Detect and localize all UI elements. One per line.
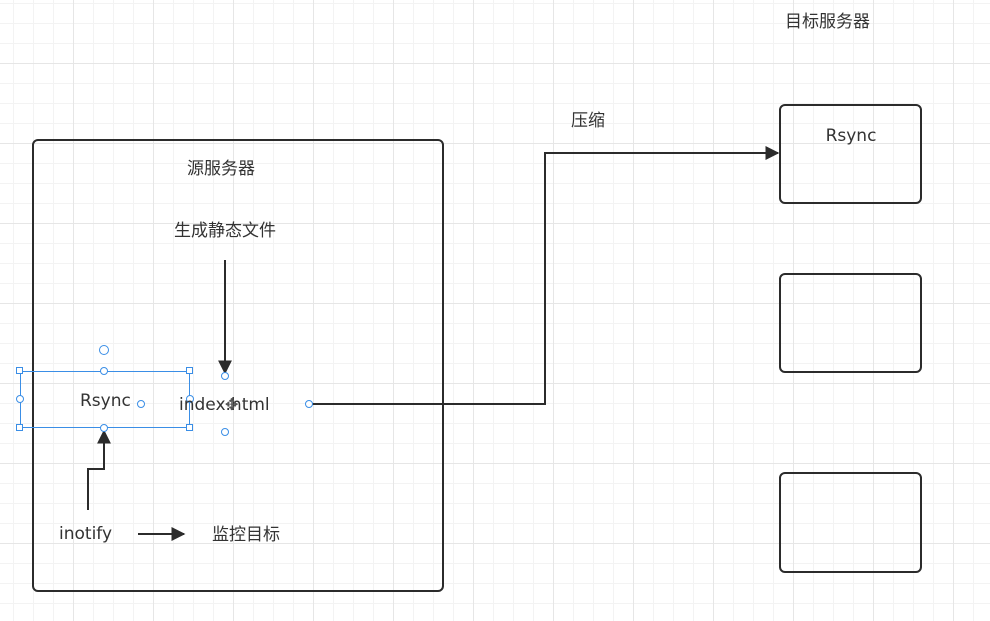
source-server-box[interactable]: [32, 139, 444, 592]
compress-label: 压缩: [571, 111, 605, 131]
target-server-title: 目标服务器: [785, 12, 870, 32]
index-to-target-arrow[interactable]: [312, 146, 780, 405]
resize-handle-left[interactable]: [16, 395, 24, 403]
rsync-source-label: Rsync: [80, 391, 131, 411]
target-server-box-2[interactable]: [779, 273, 922, 373]
connection-point-index-bottom[interactable]: [221, 428, 229, 436]
resize-handle-bottom-left[interactable]: [16, 424, 23, 431]
inotify-to-rsync-arrow[interactable]: [87, 429, 111, 510]
connection-point-index-right[interactable]: [305, 400, 313, 408]
monitor-target-label: 监控目标: [212, 525, 280, 545]
resize-handle-top-left[interactable]: [16, 367, 23, 374]
source-server-title: 源服务器: [187, 159, 255, 179]
resize-handle-right[interactable]: [186, 395, 194, 403]
resize-handle-bottom-right[interactable]: [186, 424, 193, 431]
connection-point-index-top[interactable]: [221, 372, 229, 380]
rotate-handle[interactable]: [99, 345, 109, 355]
target-server-box-1[interactable]: [779, 104, 922, 204]
move-cursor-icon: ✥: [225, 395, 239, 414]
connection-point-rsync[interactable]: [137, 400, 145, 408]
resize-handle-top[interactable]: [100, 367, 108, 375]
target-server-box-3[interactable]: [779, 472, 922, 573]
resize-handle-top-right[interactable]: [186, 367, 193, 374]
target-rsync-label: Rsync: [825, 126, 877, 146]
resize-handle-bottom[interactable]: [100, 424, 108, 432]
inotify-label: inotify: [59, 524, 113, 544]
generate-static-label: 生成静态文件: [174, 221, 276, 241]
index-file-label: index.html: [179, 395, 270, 415]
